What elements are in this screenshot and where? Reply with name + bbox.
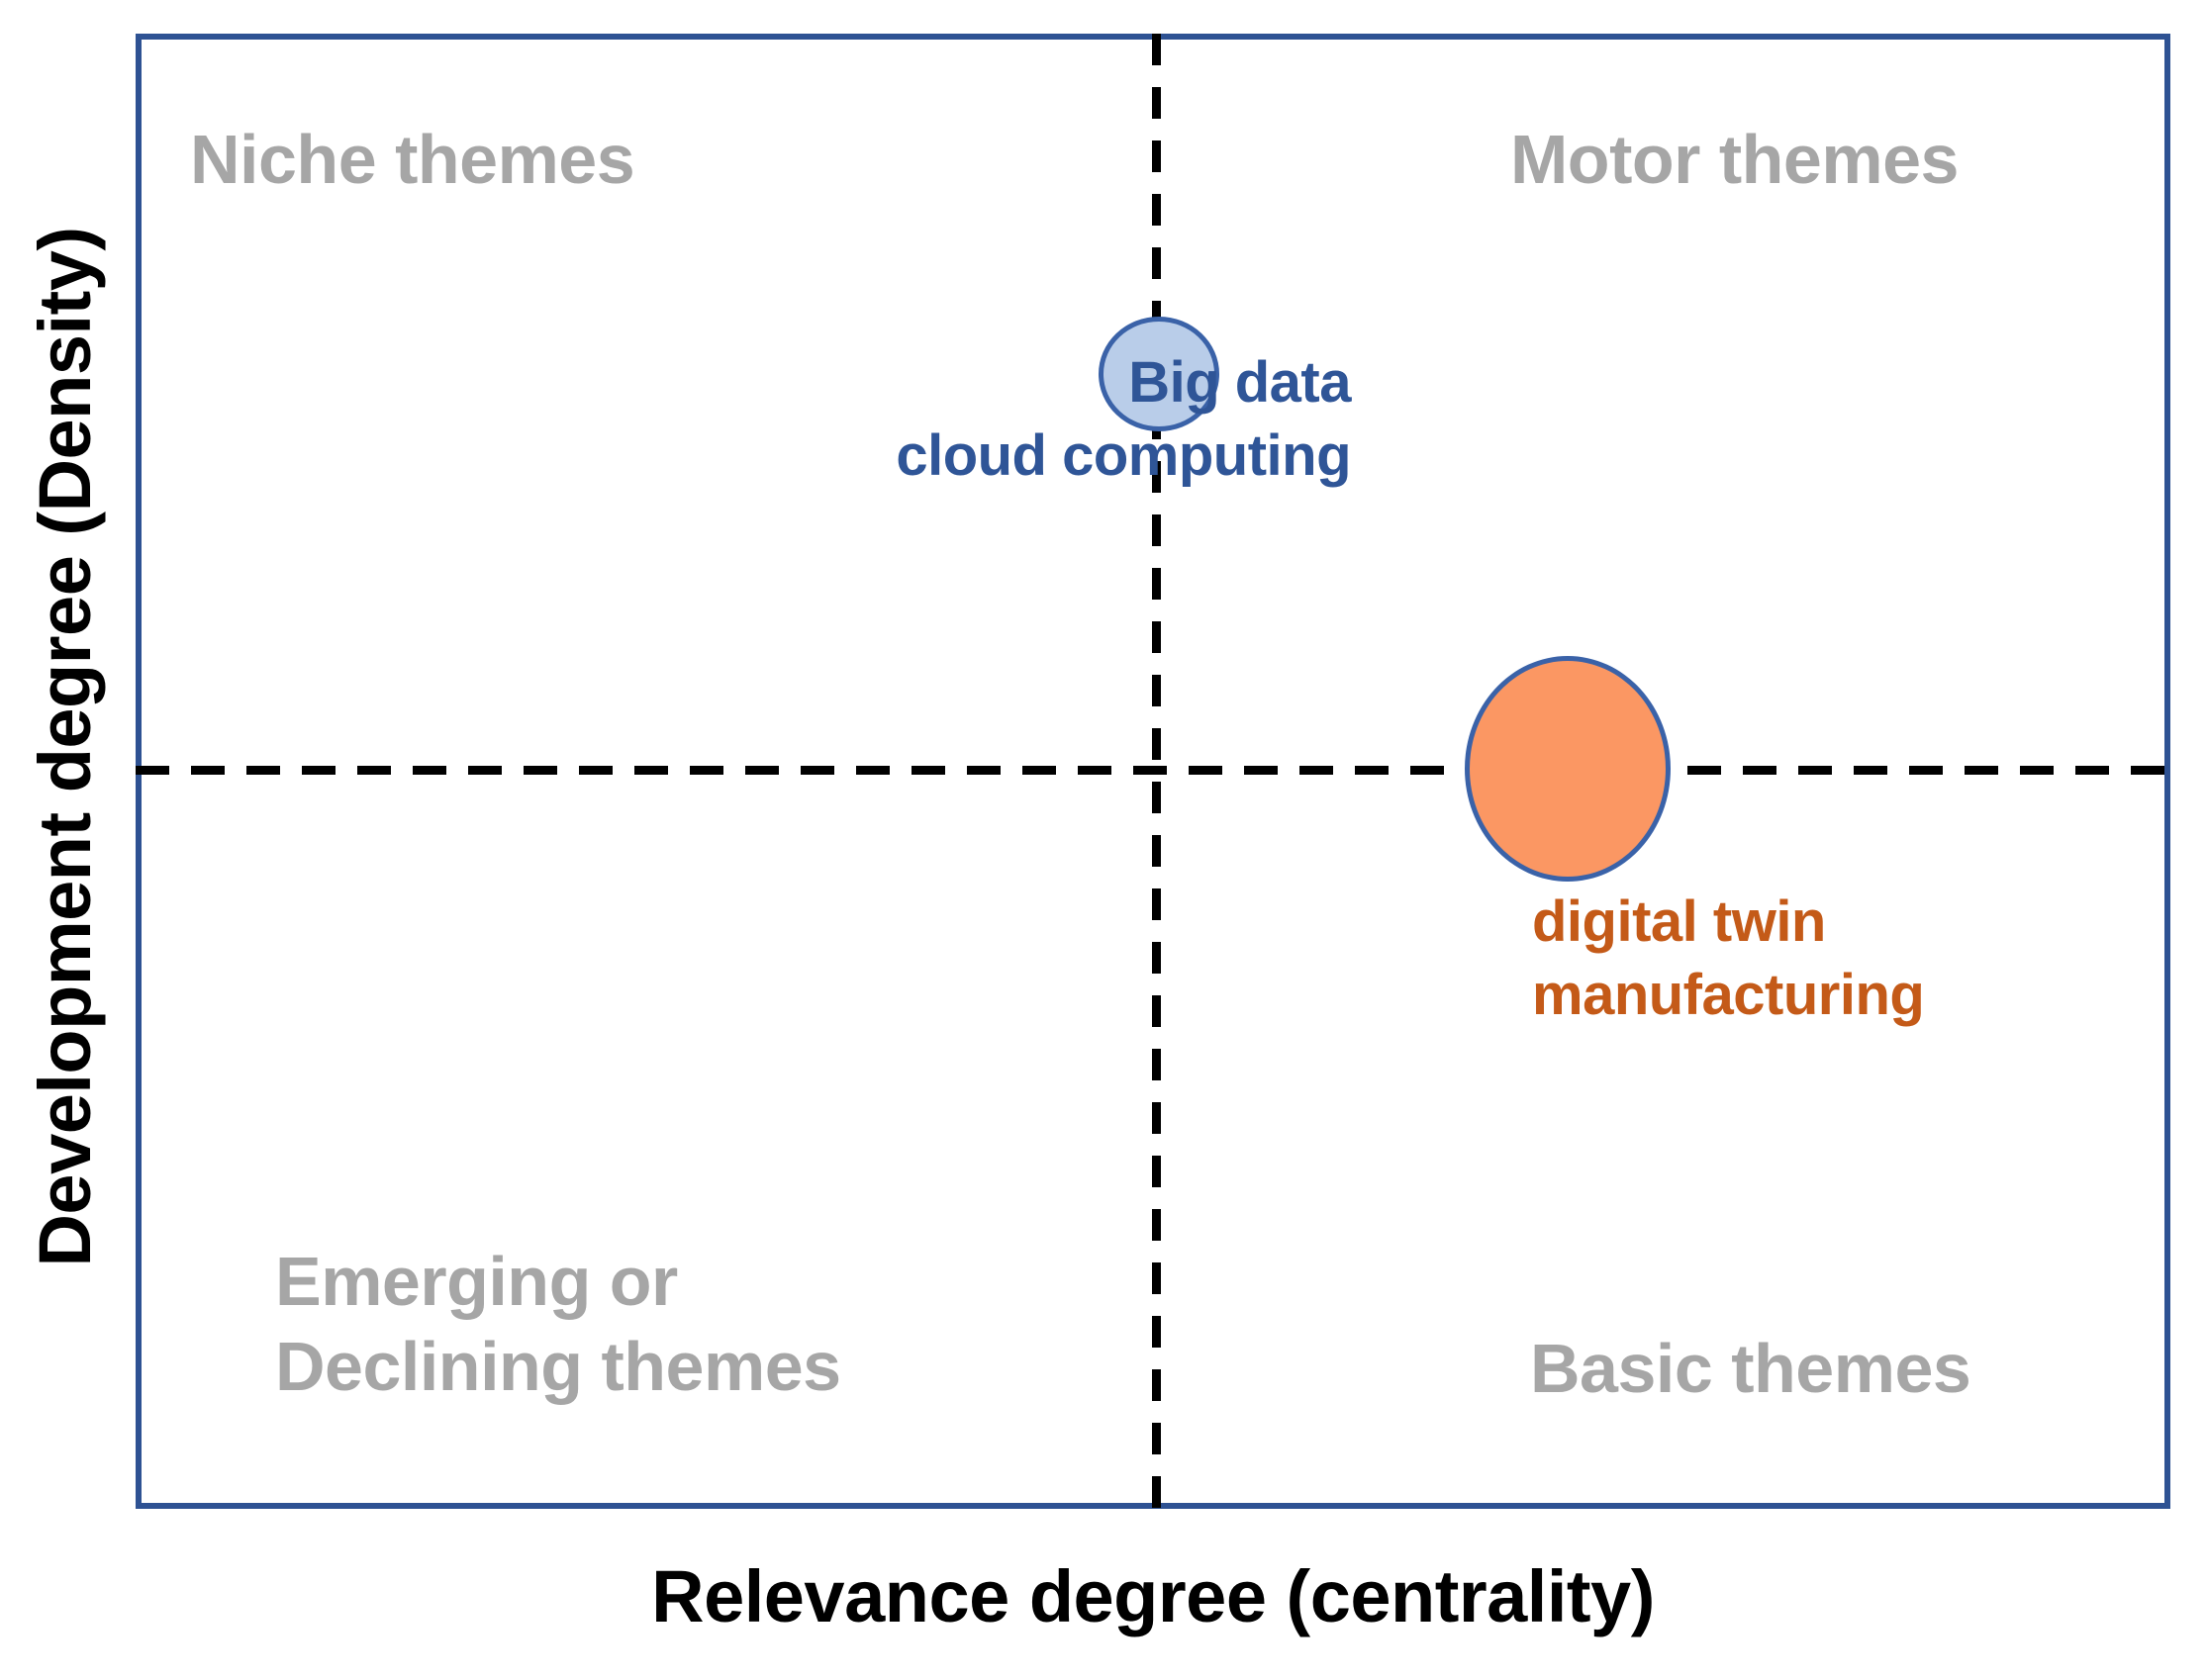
quadrant-label-emerging-or-declining-themes: Emerging or Declining themes [275, 1243, 841, 1405]
bubble-big-data-cloud-computing[interactable] [1099, 317, 1219, 431]
bubble-digital-twin-manufacturing[interactable] [1465, 656, 1671, 882]
bubble-label-big-data-cloud-computing: Big data cloud computing [896, 350, 1351, 488]
quadrant-label-motor-themes: Motor themes [1510, 121, 1959, 198]
quadrant-label-basic-themes: Basic themes [1530, 1330, 1971, 1407]
bubble-label-digital-twin-manufacturing: digital twin manufacturing [1532, 889, 1925, 1027]
y-axis-title: Development degree (Density) [24, 227, 106, 1267]
quadrant-label-niche-themes: Niche themes [190, 121, 635, 198]
horizontal-divider-line [136, 766, 2170, 775]
x-axis-title: Relevance degree (centrality) [651, 1555, 1655, 1637]
